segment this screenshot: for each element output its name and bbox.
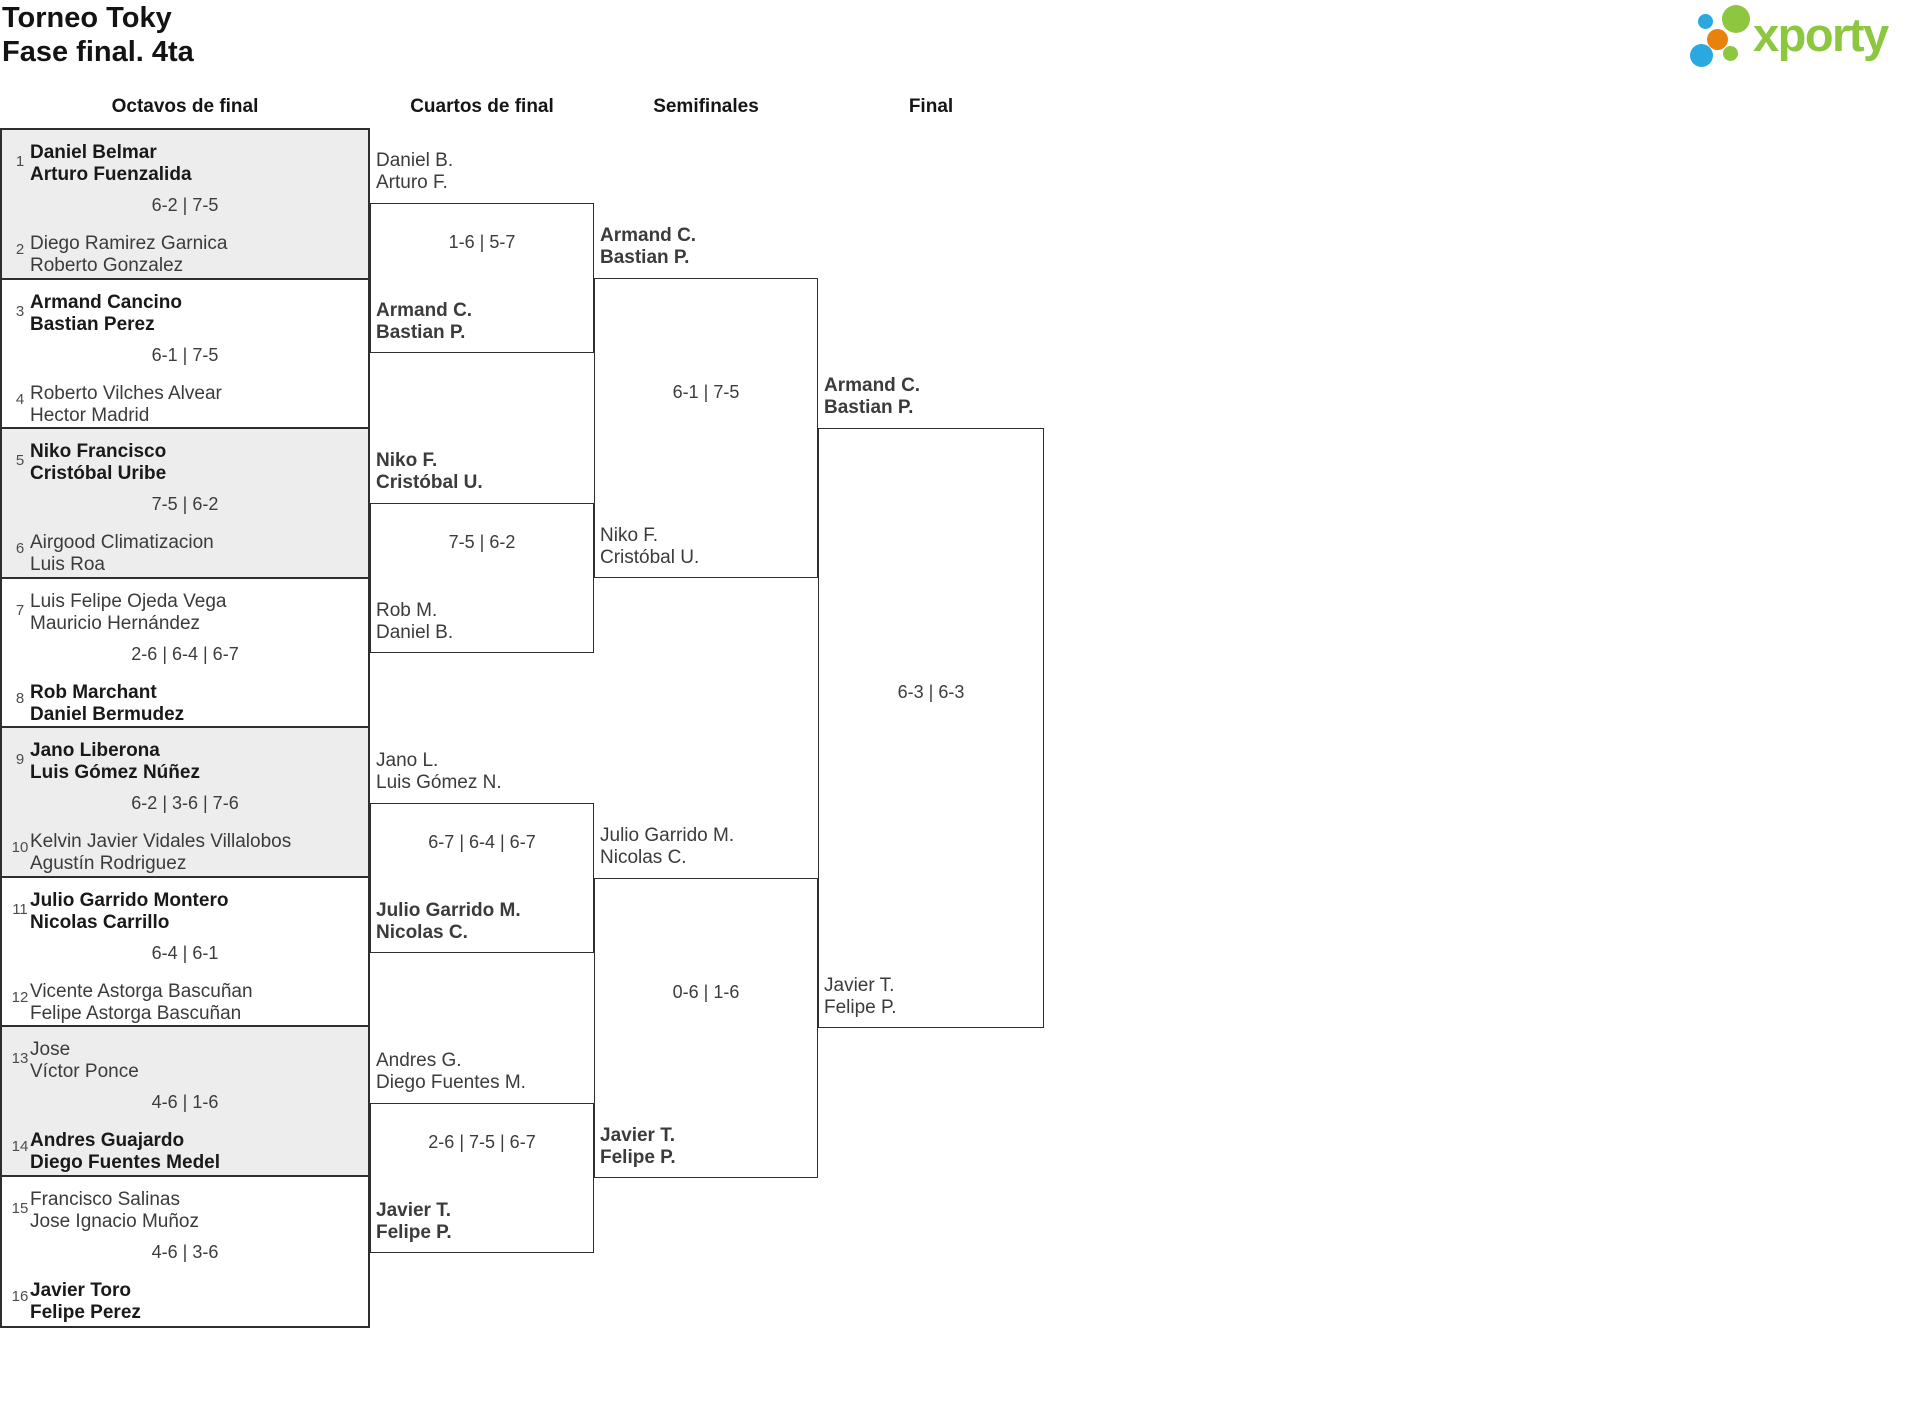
finalist-team-bottom: Javier T.Felipe P. bbox=[824, 975, 897, 1018]
advancing-team-bottom: Julio Garrido M.Nicolas C. bbox=[376, 900, 521, 943]
advancing-team-top: Andres G.Diego Fuentes M. bbox=[376, 1050, 526, 1093]
match-score: 6-2 | 7-5 bbox=[151, 195, 219, 215]
seed-number: 3 bbox=[15, 302, 25, 320]
seed-number: 1 bbox=[15, 153, 25, 170]
match-score: 0-6 | 1-6 bbox=[672, 982, 740, 1002]
round-header-octavos: Octavos de final bbox=[111, 96, 259, 117]
logo-dot-green-big bbox=[1722, 5, 1750, 33]
match-score: 6-7 | 6-4 | 6-7 bbox=[428, 832, 536, 852]
cuartos-match-2[interactable] bbox=[370, 503, 594, 653]
logo-dot-green-small bbox=[1723, 46, 1738, 61]
seed-number: 2 bbox=[15, 241, 25, 258]
logo-dot-blue-small bbox=[1698, 14, 1713, 29]
seed-number: 6 bbox=[15, 540, 25, 557]
advancing-team-top: Julio Garrido M.Nicolas C. bbox=[600, 825, 735, 868]
seed-number: 12 bbox=[11, 988, 29, 1006]
seed-number: 4 bbox=[15, 390, 25, 408]
advancing-team-top: Niko F.Cristóbal U. bbox=[376, 450, 483, 493]
match-score: 6-4 | 6-1 bbox=[151, 942, 219, 963]
match-score: 7-5 | 6-2 bbox=[151, 494, 219, 514]
advancing-team-bottom: Javier T.Felipe P. bbox=[376, 1200, 452, 1243]
tournament-name: Torneo Toky bbox=[2, 2, 172, 34]
match-score: 4-6 | 1-6 bbox=[151, 1092, 219, 1112]
advancing-team-top: Armand C.Bastian P. bbox=[600, 225, 697, 268]
seed-number: 9 bbox=[15, 751, 25, 768]
cuartos-match-4[interactable] bbox=[370, 1103, 594, 1253]
advancing-team-top: Jano L.Luis Gómez N. bbox=[376, 750, 502, 793]
match-score: 1-6 | 5-7 bbox=[448, 232, 516, 252]
logo-dot-orange bbox=[1707, 29, 1728, 50]
match-score: 6-1 | 7-5 bbox=[151, 344, 219, 365]
xporty-logo[interactable]: xporty bbox=[1686, 0, 1896, 70]
advancing-team-bottom: Armand C.Bastian P. bbox=[376, 300, 473, 343]
semifinal-match-2[interactable] bbox=[594, 878, 818, 1178]
seed-number: 5 bbox=[15, 452, 25, 469]
cuartos-match-1[interactable] bbox=[370, 203, 594, 353]
seed-number: 13 bbox=[11, 1050, 29, 1067]
seed-number: 10 bbox=[11, 839, 29, 856]
seed-number: 16 bbox=[11, 1287, 29, 1305]
match-score: 2-6 | 7-5 | 6-7 bbox=[428, 1132, 536, 1152]
advancing-team-top: Daniel B.Arturo F. bbox=[376, 150, 454, 193]
advancing-team-bottom: Rob M.Daniel B. bbox=[376, 600, 454, 643]
seed-number: 11 bbox=[12, 900, 28, 918]
semifinal-match-1[interactable] bbox=[594, 278, 818, 578]
round-header-final: Final bbox=[908, 96, 954, 117]
match-score: 6-1 | 7-5 bbox=[672, 382, 740, 402]
seed-number: 7 bbox=[15, 601, 25, 619]
tournament-title: Torneo Toky Fase final. 4ta bbox=[2, 1, 194, 69]
seed-number: 8 bbox=[15, 689, 25, 707]
match-score: 2-6 | 6-4 | 6-7 bbox=[131, 643, 239, 664]
match-score: 6-2 | 3-6 | 7-6 bbox=[131, 793, 239, 813]
logo-dot-blue-big bbox=[1690, 44, 1713, 67]
xporty-logo-text: xporty bbox=[1753, 8, 1889, 61]
match-score: 7-5 | 6-2 bbox=[448, 532, 516, 552]
finalist-team-top: Armand C.Bastian P. bbox=[824, 375, 921, 418]
final-match[interactable] bbox=[818, 428, 1044, 1028]
round-header-cuartos: Cuartos de final bbox=[410, 96, 554, 117]
tournament-phase: Fase final. 4ta bbox=[2, 36, 194, 68]
match-score: 6-3 | 6-3 bbox=[897, 682, 965, 702]
seed-number: 15 bbox=[11, 1199, 29, 1217]
advancing-team-bottom: Javier T.Felipe P. bbox=[600, 1125, 676, 1168]
round-header-semifinales: Semifinales bbox=[653, 96, 759, 117]
match-score: 4-6 | 3-6 bbox=[151, 1241, 219, 1262]
advancing-team-bottom: Niko F.Cristóbal U. bbox=[600, 525, 700, 568]
seed-number: 14 bbox=[11, 1138, 29, 1155]
cuartos-match-3[interactable] bbox=[370, 803, 594, 953]
